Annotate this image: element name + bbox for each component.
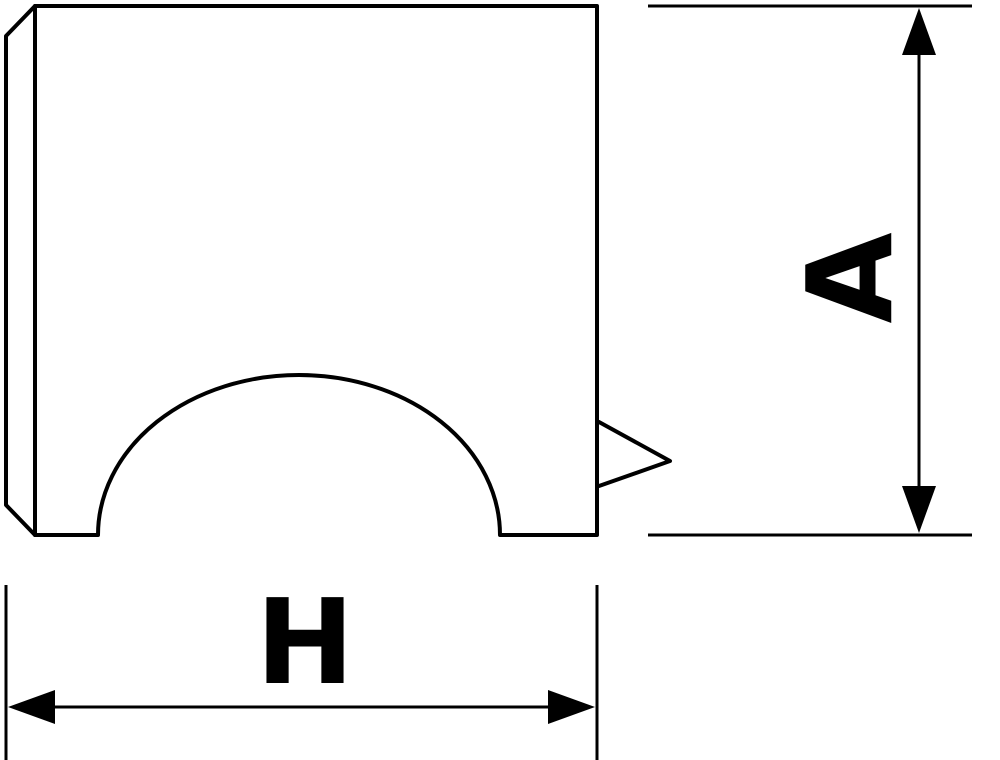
part-outline: [4, 4, 599, 537]
dimension-h: H: [4, 573, 599, 760]
dimension-a: A: [648, 4, 972, 537]
arrowhead-down-icon: [902, 486, 936, 533]
side-tab: [597, 420, 672, 488]
dimension-label-h: H: [256, 573, 355, 711]
arrowhead-left-icon: [8, 690, 55, 724]
arrowhead-up-icon: [902, 8, 936, 55]
dimension-label-a: A: [781, 232, 919, 323]
arrowhead-right-icon: [548, 690, 595, 724]
